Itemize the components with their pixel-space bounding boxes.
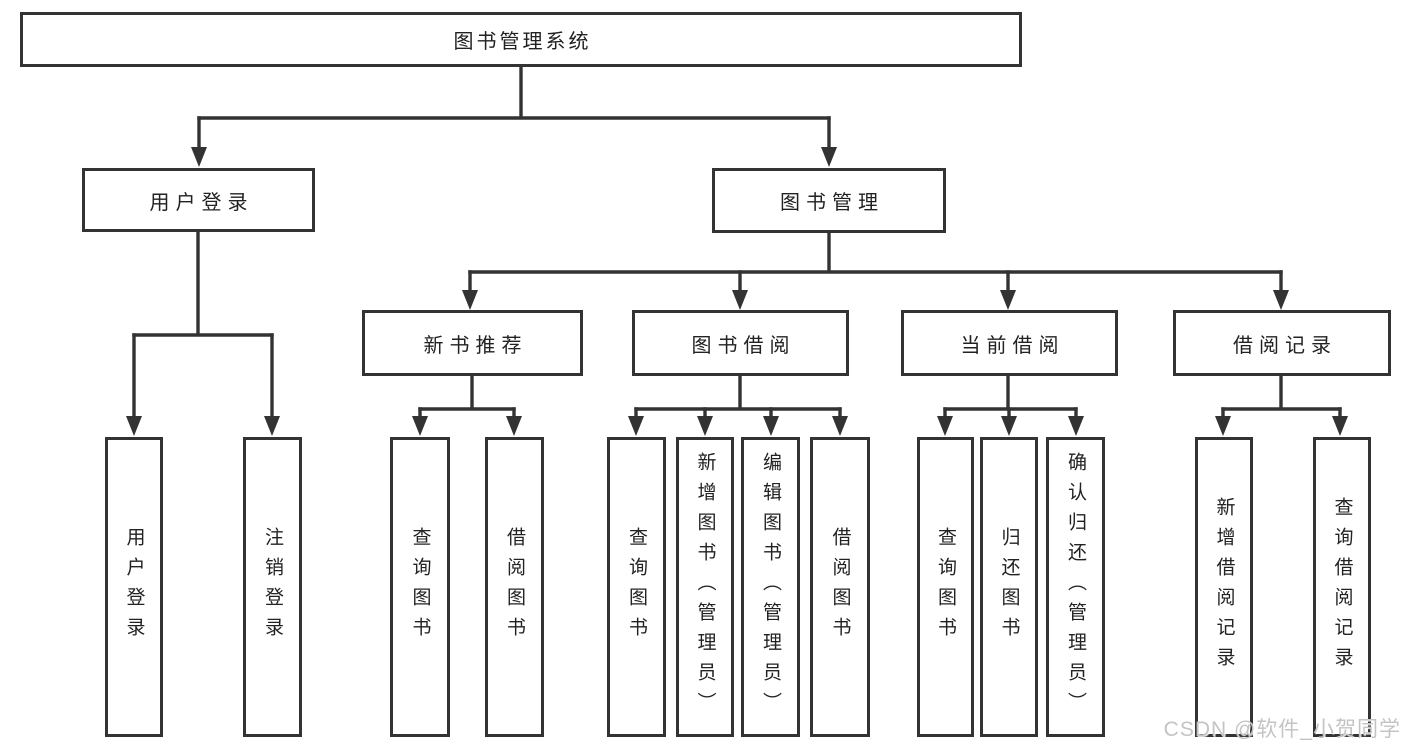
leaf-return-books-label: 归还图书 — [998, 527, 1020, 647]
arrowhead — [763, 416, 779, 436]
connector-new-book-branch — [418, 374, 516, 411]
node-new-book-recommend-label: 新书推荐 — [423, 334, 528, 357]
connector-root-branch — [197, 65, 831, 120]
leaf-return-books: 归还图书 — [980, 437, 1038, 737]
leaf-query-books-borrowing-label: 查询图书 — [626, 527, 647, 647]
leaf-logout: 注销登录 — [243, 437, 302, 737]
csdn-watermark: CSDN @软件_小贺同学 — [1163, 718, 1401, 741]
connector-user-login-branch — [132, 230, 274, 337]
leaf-edit-books-admin: 编辑图书（管理员） — [741, 437, 800, 737]
leaf-query-books-recommend: 查询图书 — [390, 437, 450, 737]
node-book-management: 图书管理 — [712, 168, 946, 233]
node-user-login-label: 用户登录 — [149, 191, 254, 214]
arrowhead — [1000, 290, 1016, 310]
leaf-query-borrow-record: 查询借阅记录 — [1313, 437, 1371, 737]
leaf-user-login: 用户登录 — [105, 437, 163, 737]
arrowhead — [191, 147, 207, 167]
arrowhead — [412, 416, 428, 436]
arrowhead — [126, 416, 142, 436]
arrowhead — [732, 290, 748, 310]
arrowhead — [697, 416, 713, 436]
leaf-confirm-return-admin-label: 确认归还（管理员） — [1065, 452, 1086, 722]
arrowhead — [1273, 290, 1289, 310]
leaf-borrow-books-recommend-label: 借阅图书 — [504, 527, 525, 647]
node-user-login: 用户登录 — [82, 168, 315, 232]
node-book-borrowing: 图书借阅 — [632, 310, 849, 376]
node-new-book-recommend: 新书推荐 — [362, 310, 583, 376]
node-book-borrowing-label: 图书借阅 — [691, 334, 796, 357]
node-borrow-records: 借阅记录 — [1173, 310, 1391, 376]
leaf-borrow-books-borrowing: 借阅图书 — [810, 437, 870, 737]
arrowhead — [1332, 416, 1348, 436]
arrowhead — [1068, 416, 1084, 436]
arrow-stems — [132, 116, 1342, 423]
leaf-query-borrow-record-label: 查询借阅记录 — [1331, 497, 1353, 677]
leaf-add-borrow-record: 新增借阅记录 — [1195, 437, 1253, 737]
connector-book-mgmt-branch — [468, 231, 1283, 274]
node-current-borrowing: 当前借阅 — [901, 310, 1118, 376]
leaf-query-books-current-label: 查询图书 — [935, 527, 956, 647]
leaf-edit-books-admin-label: 编辑图书（管理员） — [760, 452, 781, 722]
arrowhead — [462, 290, 478, 310]
leaf-query-books-recommend-label: 查询图书 — [409, 527, 431, 647]
leaf-confirm-return-admin: 确认归还（管理员） — [1046, 437, 1105, 737]
node-borrow-records-label: 借阅记录 — [1233, 334, 1337, 357]
node-library-system: 图书管理系统 — [20, 12, 1022, 67]
leaf-add-borrow-record-label: 新增借阅记录 — [1213, 497, 1235, 677]
leaf-query-books-borrowing: 查询图书 — [607, 437, 666, 737]
arrowhead — [1215, 416, 1231, 436]
node-book-management-label: 图书管理 — [780, 192, 884, 214]
leaf-add-books-admin-label: 新增图书（管理员） — [694, 452, 716, 722]
leaf-add-books-admin: 新增图书（管理员） — [676, 437, 734, 737]
arrowhead — [1001, 416, 1017, 436]
arrowhead — [628, 416, 644, 436]
connector-borrow-record-branch — [1221, 374, 1342, 411]
arrowhead — [937, 416, 953, 436]
arrowhead — [821, 147, 837, 167]
node-library-system-label: 图书管理系统 — [453, 31, 592, 53]
leaf-logout-label: 注销登录 — [262, 527, 283, 647]
leaf-query-books-current: 查询图书 — [917, 437, 974, 737]
arrowhead — [506, 416, 522, 436]
leaf-borrow-books-recommend: 借阅图书 — [485, 437, 544, 737]
leaf-user-login-label: 用户登录 — [123, 527, 145, 647]
leaf-borrow-books-borrowing-label: 借阅图书 — [829, 527, 851, 647]
arrowhead — [264, 416, 280, 436]
connector-book-borrow-branch — [634, 374, 842, 411]
arrowhead — [832, 416, 848, 436]
connector-current-borrow-branch — [943, 374, 1078, 411]
node-current-borrowing-label: 当前借阅 — [960, 334, 1065, 357]
